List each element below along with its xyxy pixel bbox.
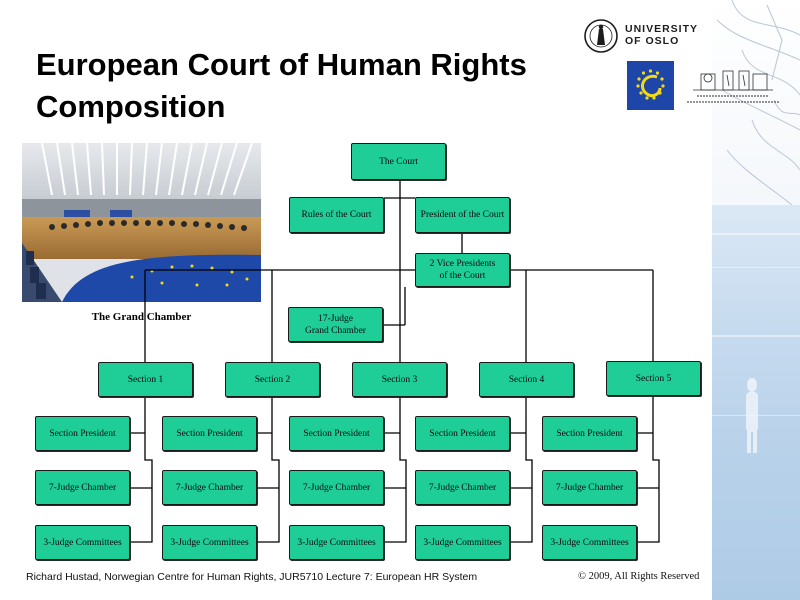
chamber-label: 7-Judge Chamber [302,482,371,493]
section-4-label: Section 4 [508,374,545,385]
university-seal-icon [584,19,618,53]
section-1-label: Section 1 [127,374,164,385]
section-5-bracket-connector [637,415,660,543]
court-box: The Court [351,143,446,180]
section-2-committees-box: 3-Judge Committees [162,525,257,560]
chamber-label: 7-Judge Chamber [428,482,497,493]
section-1-chamber-box: 7-Judge Chamber [35,470,130,505]
vice-presidents-box: 2 Vice Presidents of the Court [415,253,510,287]
grand-chamber-label: 17-Judge Grand Chamber [305,313,366,336]
section-3-chamber-box: 7-Judge Chamber [289,470,384,505]
section-4-committees-box: 3-Judge Committees [415,525,510,560]
section-3-committees-box: 3-Judge Committees [289,525,384,560]
decorative-band [712,205,800,600]
section-5-label: Section 5 [635,373,672,384]
section-1-president-box: Section President [35,416,130,451]
section-3-box: Section 3 [352,362,447,397]
president-of-court-box: President of the Court [415,197,510,233]
slide-title: European Court of Human Rights Compositi… [36,47,527,124]
section-4-box: Section 4 [479,362,574,397]
committees-label: 3-Judge Committees [297,537,376,548]
section-3-label: Section 3 [381,374,418,385]
section-3-president-box: Section President [289,416,384,451]
footer-copyright: © 2009, All Rights Reserved [578,571,700,582]
court-label: The Court [379,156,418,167]
vice-presidents-label: 2 Vice Presidents of the Court [429,259,496,281]
section-2-label: Section 2 [254,374,291,385]
section-5-box: Section 5 [606,361,701,396]
committees-label: 3-Judge Committees [43,537,122,548]
president-of-court-label: President of the Court [420,210,505,220]
university-of-oslo-logo: UNIVERSITY OF OSLO [583,18,708,56]
council-of-europe-logo [627,61,674,110]
section-president-label: Section President [429,428,496,439]
section-1-bracket-connector [130,415,153,543]
section-1-committees-box: 3-Judge Committees [35,525,130,560]
section-2-president-box: Section President [162,416,257,451]
section-2-chamber-box: 7-Judge Chamber [162,470,257,505]
section-5-chamber-box: 7-Judge Chamber [542,470,637,505]
chamber-label: 7-Judge Chamber [48,482,117,493]
section-4-bracket-connector [510,415,533,543]
rules-of-court-box: Rules of the Court [289,197,384,233]
section-president-label: Section President [49,428,116,439]
university-name: UNIVERSITY OF OSLO [625,23,699,47]
section-2-box: Section 2 [225,362,320,397]
section-5-committees-box: 3-Judge Committees [542,525,637,560]
chamber-label: 7-Judge Chamber [555,482,624,493]
section-2-bracket-connector [257,415,280,543]
section-president-label: Section President [176,428,243,439]
section-president-label: Section President [303,428,370,439]
committees-label: 3-Judge Committees [423,537,502,548]
echr-building-logo [683,66,781,106]
chamber-label: 7-Judge Chamber [175,482,244,493]
grand-chamber-photo [22,143,261,302]
section-1-box: Section 1 [98,362,193,397]
section-president-label: Section President [556,428,623,439]
committees-label: 3-Judge Committees [170,537,249,548]
grand-chamber-box: 17-Judge Grand Chamber [288,307,383,342]
section-4-president-box: Section President [415,416,510,451]
photo-caption: The Grand Chamber [91,311,192,323]
footer-credit: Richard Hustad, Norwegian Centre for Hum… [26,571,478,583]
section-4-chamber-box: 7-Judge Chamber [415,470,510,505]
rules-of-court-label: Rules of the Court [301,210,372,220]
section-3-bracket-connector [384,415,407,543]
committees-label: 3-Judge Committees [550,537,629,548]
section-5-president-box: Section President [542,416,637,451]
